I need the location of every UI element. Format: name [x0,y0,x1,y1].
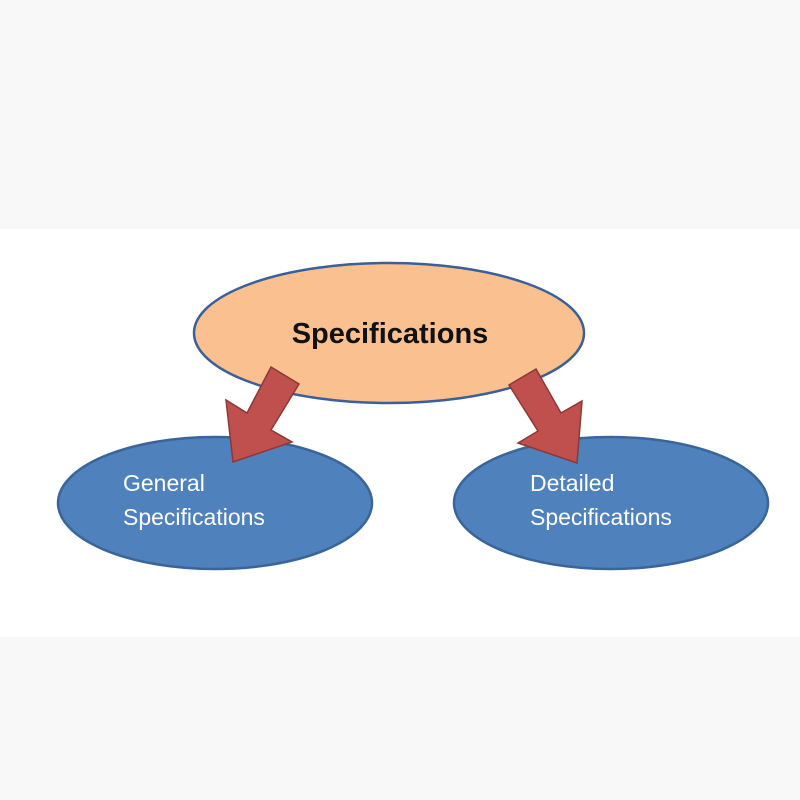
root-node [192,261,586,405]
detailed-label-line-1: Detailed [530,470,614,496]
general-label-line-1: General [123,470,205,496]
general-specifications-node [56,435,374,571]
arrow-left [225,365,301,464]
general-label-line-2: Specifications [123,504,265,530]
detailed-label-line-2: Specifications [530,504,672,530]
detailed-specifications-node [452,435,770,571]
arrow-right [507,367,583,465]
root-label: Specifications [292,318,489,350]
